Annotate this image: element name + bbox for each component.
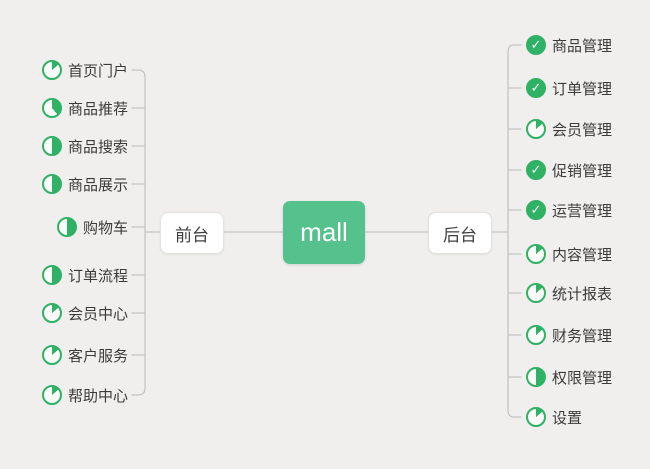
topic-item-row[interactable]: 商品推荐 [41, 97, 128, 119]
task-progress-icon [41, 385, 62, 405]
topic-item-row[interactable]: 商品展示 [41, 173, 128, 195]
topic-label: 商品展示 [67, 176, 128, 194]
topic-item-row[interactable]: 会员中心 [41, 302, 128, 324]
topic-label: 客户服务 [67, 347, 128, 365]
topic-item-row[interactable]: 权限管理 [526, 366, 612, 388]
task-progress-icon [56, 217, 77, 237]
topic-label: 内容管理 [552, 246, 613, 264]
topic-item-row[interactable]: 设置 [526, 406, 582, 428]
topic-label: 会员中心 [67, 305, 128, 323]
topic-label: 促销管理 [552, 162, 613, 180]
topic-label: 首页门户 [67, 62, 128, 80]
topic-item-row[interactable]: 内容管理 [526, 243, 612, 265]
task-progress-icon [41, 98, 62, 118]
task-progress-icon [526, 119, 546, 139]
task-progress-icon [41, 60, 62, 80]
topic-label: 订单管理 [552, 80, 613, 98]
task-progress-icon [526, 325, 546, 345]
topic-item-row[interactable]: 商品管理 [526, 34, 612, 56]
topic-item-row[interactable]: 订单流程 [41, 264, 128, 286]
topic-label: 会员管理 [552, 121, 613, 139]
topic-item-row[interactable]: 统计报表 [526, 282, 612, 304]
task-progress-icon [526, 35, 546, 55]
task-progress-icon [41, 265, 62, 285]
topic-item-row[interactable]: 帮助中心 [41, 384, 128, 406]
task-progress-icon [41, 136, 62, 156]
task-progress-icon [526, 200, 546, 220]
topic-label: 商品管理 [552, 37, 613, 55]
task-progress-icon [41, 303, 62, 323]
topic-label: 订单流程 [67, 267, 128, 285]
topic-label: 财务管理 [552, 327, 613, 345]
topic-label: 购物车 [82, 219, 128, 237]
branch-node-backend[interactable]: 后台 [428, 212, 492, 254]
topic-item-row[interactable]: 客户服务 [41, 344, 128, 366]
topic-item-row[interactable]: 商品搜索 [41, 135, 128, 157]
topic-item-row[interactable]: 首页门户 [41, 59, 128, 81]
branch-node-label: 前台 [175, 225, 209, 245]
topic-label: 帮助中心 [67, 387, 128, 405]
root-node-label: mall [300, 217, 348, 247]
topic-item-row[interactable]: 会员管理 [526, 118, 612, 140]
branch-node-frontend[interactable]: 前台 [160, 212, 224, 254]
topic-item-row[interactable]: 订单管理 [526, 77, 612, 99]
topic-item-row[interactable]: 购物车 [56, 216, 128, 238]
task-progress-icon [41, 174, 62, 194]
task-progress-icon [526, 160, 546, 180]
task-progress-icon [526, 367, 546, 387]
task-progress-icon [41, 345, 62, 365]
task-progress-icon [526, 407, 546, 427]
topic-item-row[interactable]: 财务管理 [526, 324, 612, 346]
topic-label: 统计报表 [552, 285, 613, 303]
topic-label: 设置 [552, 409, 583, 427]
root-node-mall[interactable]: mall [283, 201, 365, 264]
topic-label: 商品推荐 [67, 100, 128, 118]
topic-item-row[interactable]: 促销管理 [526, 159, 612, 181]
task-progress-icon [526, 283, 546, 303]
topic-label: 商品搜索 [67, 138, 128, 156]
task-progress-icon [526, 244, 546, 264]
topic-item-row[interactable]: 运营管理 [526, 199, 612, 221]
branch-node-label: 后台 [443, 225, 477, 245]
topic-label: 权限管理 [552, 369, 613, 387]
topic-label: 运营管理 [552, 202, 613, 220]
task-progress-icon [526, 78, 546, 98]
